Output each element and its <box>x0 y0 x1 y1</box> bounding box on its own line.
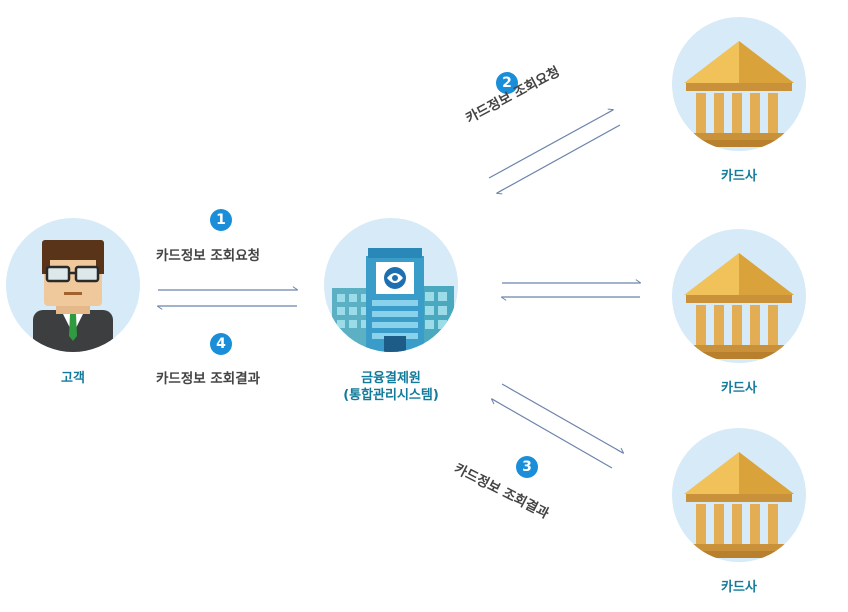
bank-icon <box>682 253 796 359</box>
step-4-badge: 4 <box>210 333 232 355</box>
card-company-1-circle <box>672 17 806 151</box>
card-company-1-label: 카드사 <box>721 169 757 184</box>
bank-icon <box>682 41 796 147</box>
center-label: 금융결제원 (통합관리시스템) <box>320 370 462 404</box>
customer-icon <box>33 240 113 352</box>
card-company-3-circle <box>672 428 806 562</box>
step-1-badge: 1 <box>210 209 232 231</box>
building-icon <box>332 248 454 352</box>
customer-circle <box>6 218 140 352</box>
arrow-card1-to-center <box>497 124 621 193</box>
customer-label: 고객 <box>61 371 85 386</box>
center-circle <box>324 218 458 352</box>
step-2-badge: 2 <box>496 72 518 94</box>
center-label-line2: (통합관리시스템) <box>343 388 439 403</box>
card-company-3-label: 카드사 <box>721 580 757 595</box>
center-label-line1: 금융결제원 <box>361 371 421 386</box>
card-company-2-label: 카드사 <box>721 381 757 396</box>
step-4-label: 카드정보 조회결과 <box>156 371 261 387</box>
arrow-center-to-card1 <box>488 110 613 179</box>
step-1-label: 카드정보 조회요청 <box>156 248 261 264</box>
bank-icon <box>682 452 796 558</box>
card-company-2-circle <box>672 229 806 363</box>
step-3-badge: 3 <box>516 456 538 478</box>
arrow-card3-to-center <box>492 399 613 469</box>
arrow-center-to-card3 <box>501 383 623 453</box>
